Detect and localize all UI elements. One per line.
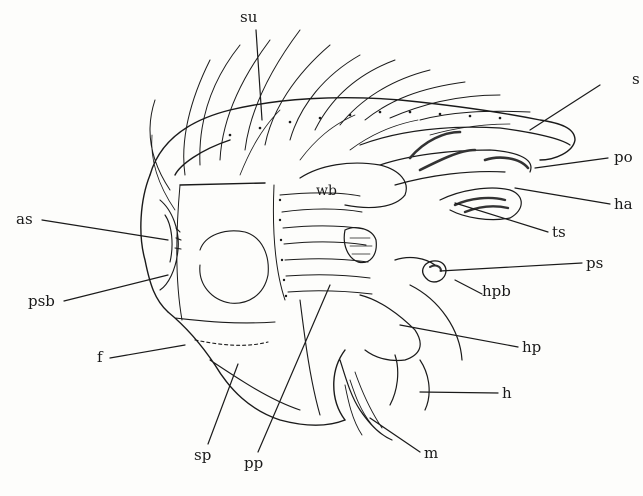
label-f: f <box>97 350 103 365</box>
label-psb: psb <box>28 294 55 309</box>
label-su: su <box>240 10 257 25</box>
label-ha: ha <box>614 197 633 212</box>
label-sp: sp <box>194 448 211 463</box>
bristles <box>150 30 530 210</box>
leader-ps <box>440 263 582 271</box>
label-wb: wb <box>316 184 337 199</box>
leader-s <box>530 85 600 130</box>
hypopleural-region <box>340 285 462 440</box>
leader-m <box>370 418 420 452</box>
label-pp: pp <box>244 456 263 471</box>
leader-f <box>110 345 185 358</box>
sternopleural-plates <box>175 231 320 415</box>
label-hpb: hpb <box>482 284 511 299</box>
label-hp: hp <box>522 340 541 355</box>
label-ps: ps <box>586 256 603 271</box>
label-as: as <box>16 212 33 227</box>
label-po: po <box>614 150 633 165</box>
leader-pp <box>258 285 330 452</box>
label-h: h <box>502 386 512 401</box>
leader-hpb <box>455 280 482 294</box>
label-s: s <box>632 72 640 87</box>
label-ts: ts <box>552 225 566 240</box>
posterior-spiracle <box>395 258 446 282</box>
leader-h <box>420 392 498 393</box>
pleural-stripes <box>273 185 372 300</box>
label-m: m <box>424 446 438 461</box>
leader-ha <box>515 188 610 204</box>
leader-lines <box>42 30 610 452</box>
leader-su <box>256 30 262 120</box>
leader-as <box>42 220 168 240</box>
